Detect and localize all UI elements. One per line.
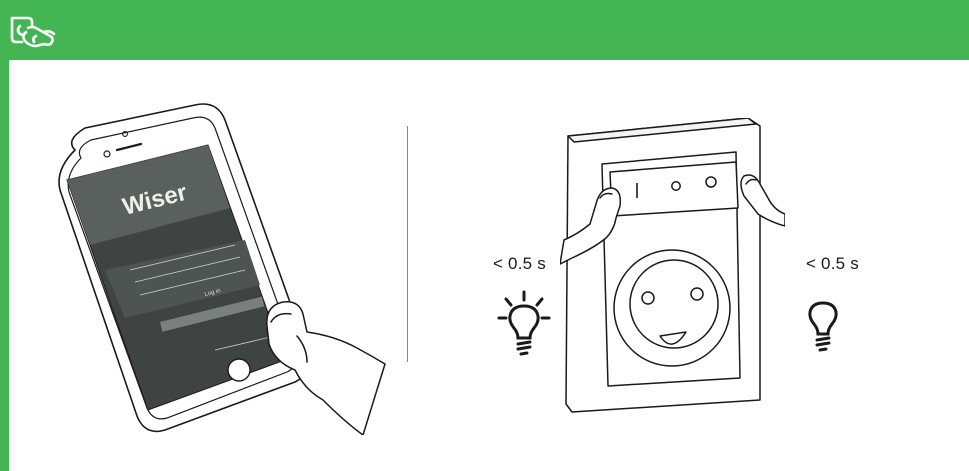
side-accent-bar (0, 60, 9, 471)
led-dot (672, 182, 680, 190)
smartphone: Wiser Log in (59, 104, 309, 431)
lightbulb-on-icon (497, 290, 551, 360)
divider-line (407, 126, 408, 362)
left-time-label: < 0.5 s (493, 254, 546, 274)
socket-pin-hole-right (691, 288, 703, 300)
socket-pin-hole-left (642, 292, 654, 304)
phone-illustration: Wiser Log in (45, 100, 395, 435)
hand-card-icon (6, 12, 68, 52)
socket-illustration (560, 118, 785, 418)
lightbulb-off-icon (806, 300, 840, 354)
right-time-label: < 0.5 s (806, 254, 859, 274)
header-bar (0, 0, 969, 60)
status-led (706, 177, 716, 187)
